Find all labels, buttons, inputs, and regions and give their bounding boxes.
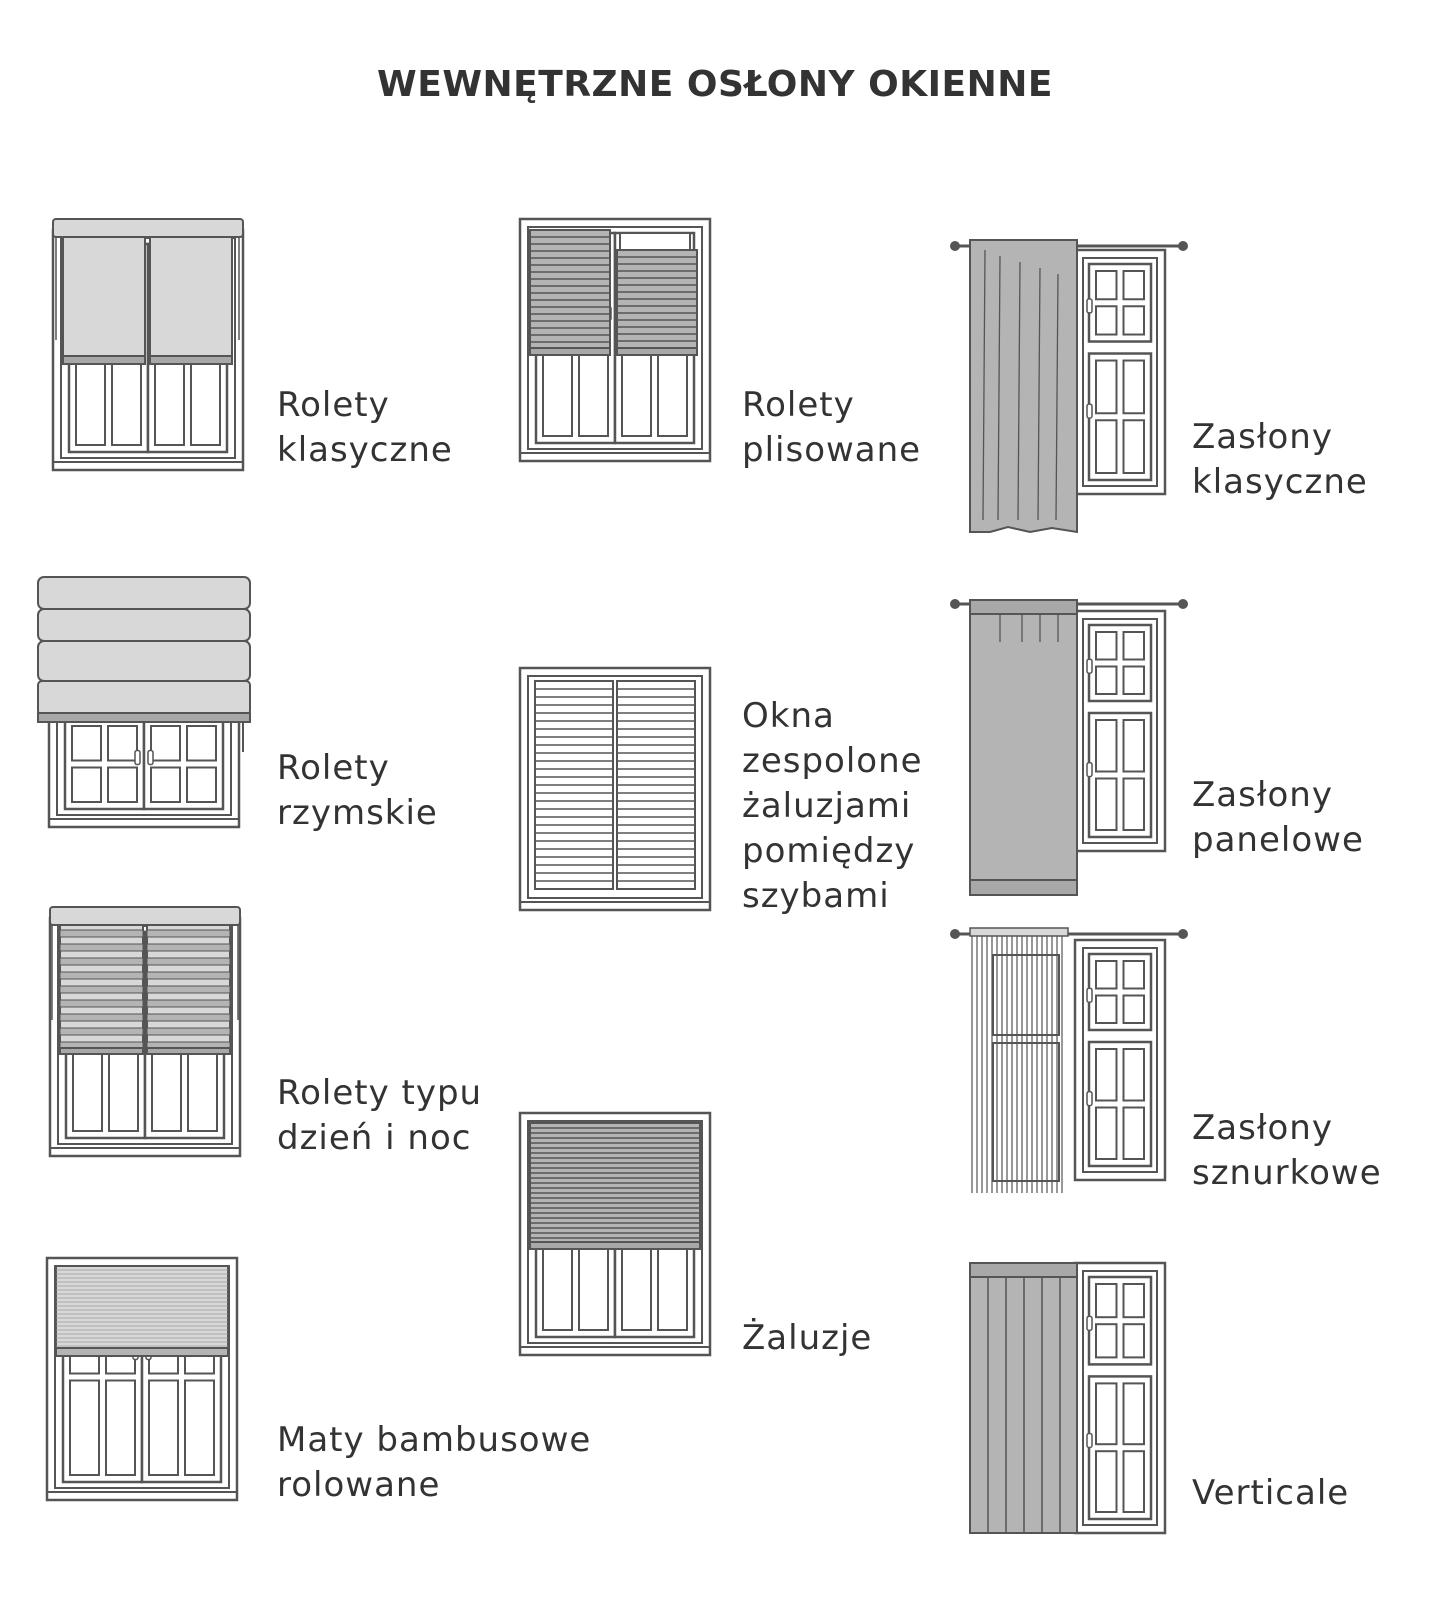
illus-zaslony-klasyczne — [950, 239, 1188, 534]
label-line: Rolety typu — [277, 1073, 483, 1113]
label-maty-bambusowe: Maty bambusowe rolowane — [277, 1418, 591, 1508]
label-line: pomiędzy — [742, 831, 916, 871]
label-zaslony-panelowe: Zasłony panelowe — [1192, 773, 1364, 863]
page-title: WEWNĘTRZNE OSŁONY OKIENNE — [377, 64, 1053, 105]
label-line: Maty bambusowe — [277, 1420, 592, 1460]
label-line: Rolety — [277, 748, 390, 788]
label-line: sznurkowe — [1192, 1153, 1382, 1193]
label-line: Verticale — [1192, 1473, 1350, 1513]
label-line: klasyczne — [1192, 462, 1368, 502]
label-line: Zasłony — [1192, 1108, 1333, 1148]
illus-zaluzje — [518, 1111, 712, 1357]
label-line: klasyczne — [277, 430, 453, 470]
label-line: żaluzjami — [742, 786, 912, 826]
label-line: Żaluzje — [742, 1318, 873, 1358]
label-line: Okna — [742, 696, 835, 736]
illus-zaslony-sznurkowe — [950, 927, 1188, 1193]
label-verticale: Verticale — [1192, 1471, 1349, 1516]
label-zaslony-sznurkowe: Zasłony sznurkowe — [1192, 1106, 1382, 1196]
label-rolety-dzien-noc: Rolety typu dzień i noc — [277, 1071, 482, 1161]
illus-verticale — [969, 1261, 1167, 1535]
label-line: Rolety — [277, 385, 390, 425]
label-line: plisowane — [742, 430, 922, 470]
label-line: rzymskie — [277, 793, 438, 833]
label-line: Rolety — [742, 385, 855, 425]
label-line: zespolone — [742, 741, 923, 781]
label-rolety-plisowane: Rolety plisowane — [742, 383, 921, 473]
illus-maty-bambusowe — [45, 1256, 239, 1502]
illus-zaslony-panelowe — [950, 599, 1188, 896]
label-line: panelowe — [1192, 820, 1364, 860]
illus-rolety-klasyczne — [51, 218, 245, 472]
label-line: dzień i noc — [277, 1118, 472, 1158]
label-line: szybami — [742, 876, 890, 916]
illus-rolety-rzymskie — [37, 576, 251, 829]
label-rolety-klasyczne: Rolety klasyczne — [277, 383, 453, 473]
illus-rolety-dzien-noc — [48, 906, 242, 1158]
label-line: rolowane — [277, 1465, 441, 1505]
label-rolety-rzymskie: Rolety rzymskie — [277, 746, 438, 836]
label-zaslony-klasyczne: Zasłony klasyczne — [1192, 415, 1368, 505]
label-okna-zespolone: Okna zespolone żaluzjami pomiędzy szybam… — [742, 694, 923, 919]
label-zaluzje: Żaluzje — [742, 1316, 872, 1361]
illus-okna-zespolone — [518, 666, 712, 912]
label-line: Zasłony — [1192, 417, 1333, 457]
label-line: Zasłony — [1192, 775, 1333, 815]
illus-rolety-plisowane — [518, 217, 712, 463]
